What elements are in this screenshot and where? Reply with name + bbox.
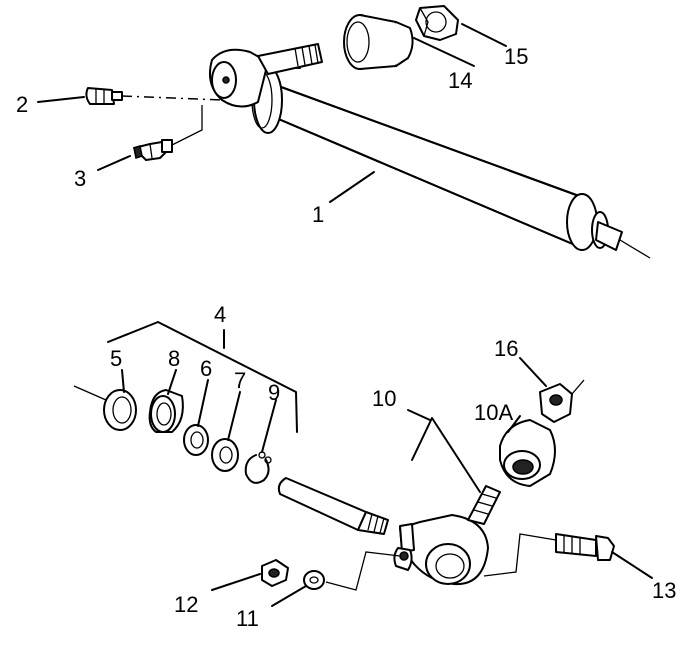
part-8-bushing bbox=[148, 389, 184, 433]
part-3-grease-fitting bbox=[133, 139, 173, 161]
part-13-bolt bbox=[555, 533, 615, 561]
callout-5: 5 bbox=[110, 346, 122, 371]
callout-1: 1 bbox=[312, 202, 324, 227]
callout-2: 2 bbox=[16, 92, 28, 117]
piston-rod-stub bbox=[595, 221, 623, 251]
part-14-cup bbox=[343, 14, 414, 70]
part-10a-cup bbox=[499, 419, 556, 487]
callout-15: 15 bbox=[504, 44, 528, 69]
part-16-hex-nut bbox=[539, 379, 585, 423]
bracket-4 bbox=[107, 321, 298, 433]
callout-11: 11 bbox=[236, 606, 259, 631]
part-12-hex-nut bbox=[261, 559, 289, 587]
callout-8: 8 bbox=[168, 346, 180, 371]
part-2-fitting bbox=[85, 87, 123, 105]
cylinder-assembly bbox=[121, 43, 651, 259]
leader-bolt-to-end bbox=[483, 533, 557, 577]
callout-3: 3 bbox=[74, 166, 86, 191]
leader-washer-to-stud bbox=[325, 551, 401, 591]
callout-16: 16 bbox=[494, 336, 518, 361]
tie-rod-end bbox=[393, 485, 501, 586]
callout-6: 6 bbox=[200, 356, 212, 381]
tie-rod-shaft bbox=[277, 477, 389, 535]
callout-14: 14 bbox=[448, 68, 472, 93]
part-11-lock-washer bbox=[303, 570, 325, 590]
callout-10a: 10A bbox=[474, 400, 513, 425]
part-9-snap-ring bbox=[244, 451, 272, 484]
callout-4: 4 bbox=[214, 302, 226, 327]
callout-10: 10 bbox=[372, 386, 396, 411]
part-6-ring bbox=[183, 424, 209, 456]
part-15-hex-nut bbox=[415, 5, 459, 41]
bracket-10 bbox=[411, 417, 481, 493]
callout-leaders bbox=[37, 23, 653, 607]
callout-12: 12 bbox=[174, 592, 198, 617]
part-5-seal bbox=[73, 385, 137, 431]
part-7-washer bbox=[211, 438, 239, 472]
callout-13: 13 bbox=[652, 578, 676, 603]
callout-9: 9 bbox=[268, 380, 280, 405]
threaded-stud bbox=[257, 43, 323, 75]
callout-7: 7 bbox=[234, 368, 246, 393]
